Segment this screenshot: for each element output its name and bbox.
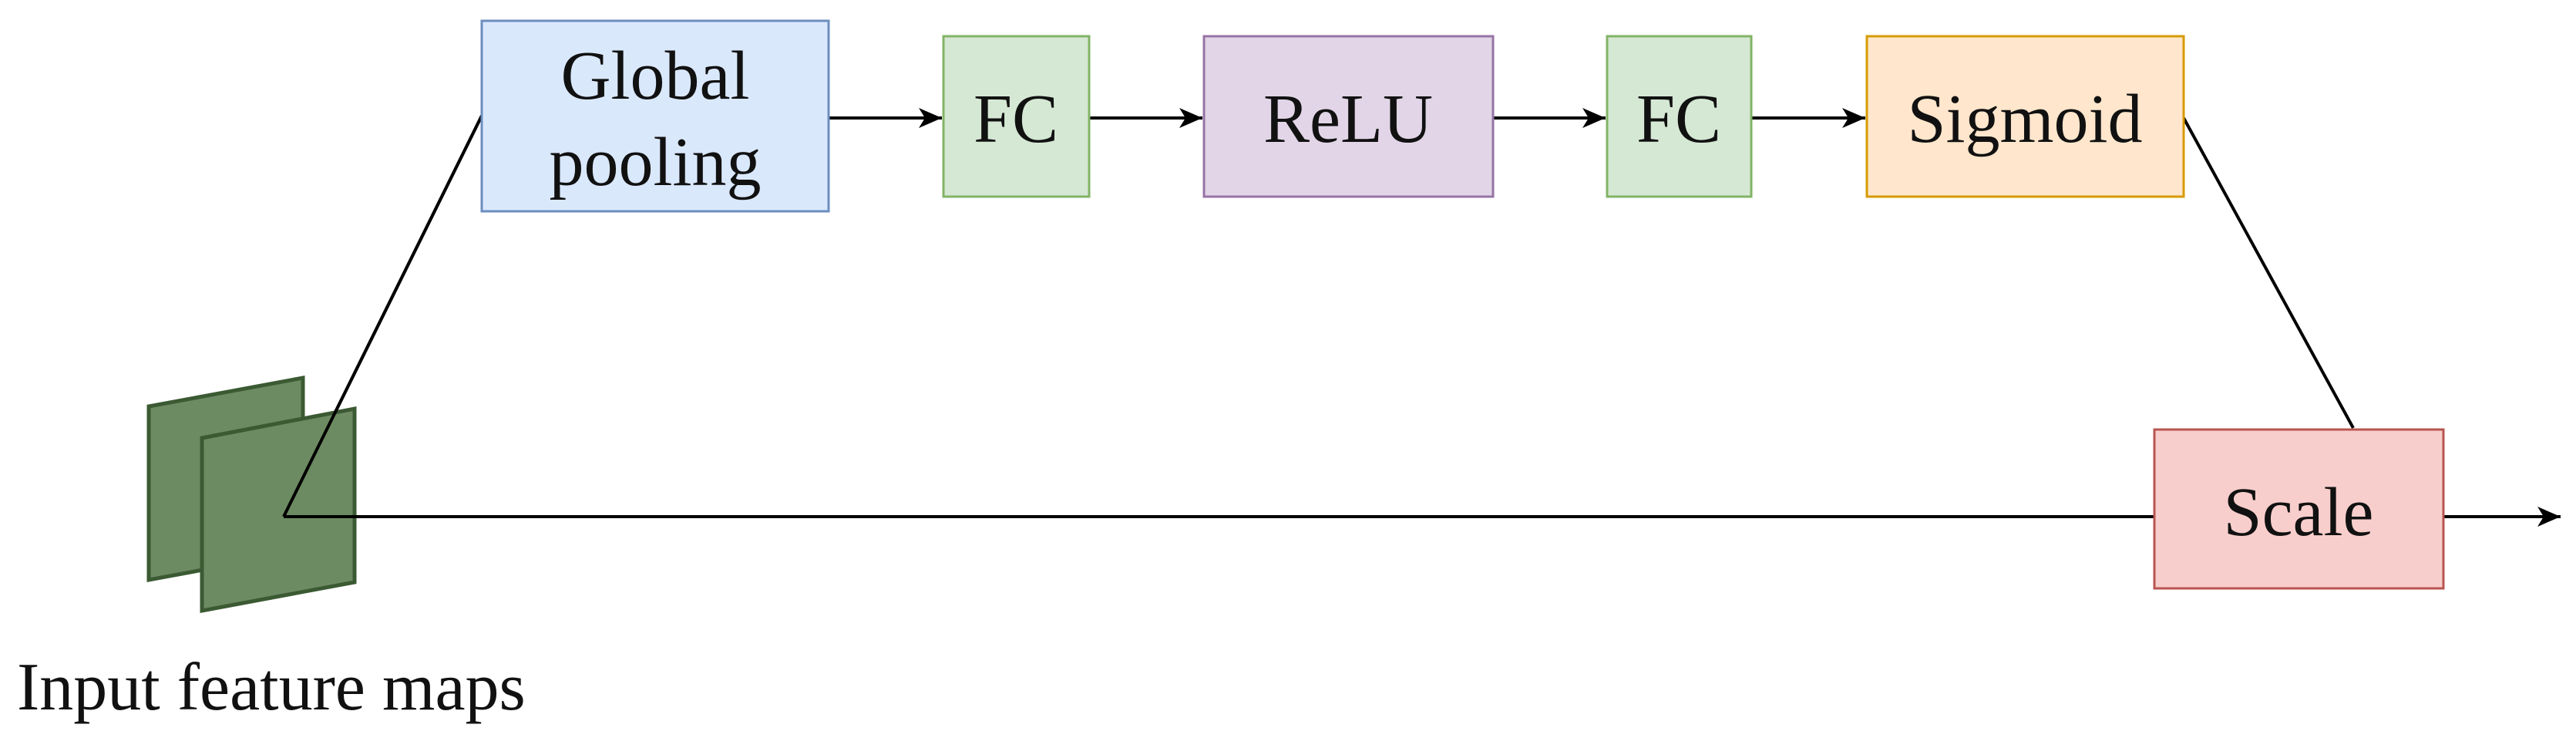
arrowhead-relu (1179, 108, 1202, 128)
scale-node: Scale (2153, 428, 2445, 590)
global-pooling-node: Global pooling (480, 19, 830, 213)
global-pooling-label-line2: pooling (549, 124, 761, 200)
input-feature-maps (146, 375, 357, 614)
edge-sigmoid-to-scale (2182, 117, 2355, 429)
feature-map-front (200, 406, 357, 614)
input-caption: Input feature maps (17, 650, 526, 725)
sigmoid-label: Sigmoid (1907, 81, 2142, 157)
fc1-node: FC (942, 35, 1091, 198)
sigmoid-node: Sigmoid (1865, 35, 2185, 198)
arrowhead-sigmoid (1842, 108, 1865, 128)
arrowhead-fc1 (919, 108, 942, 128)
sigmoid-box (1865, 35, 2185, 198)
scale-box (2153, 428, 2445, 590)
relu-box (1202, 35, 1495, 198)
fc1-box (942, 35, 1091, 198)
arrowhead-fc2 (1582, 108, 1606, 128)
fc1-label: FC (974, 81, 1058, 157)
fc2-node: FC (1606, 35, 1753, 198)
global-pooling-label-line1: Global (561, 38, 750, 114)
edge-input-to-global-pooling-overlay (282, 115, 483, 517)
fc2-label: FC (1636, 81, 1721, 157)
relu-node: ReLU (1202, 35, 1495, 198)
fc2-box (1606, 35, 1753, 198)
relu-label: ReLU (1263, 81, 1433, 157)
global-pooling-box (480, 19, 830, 213)
arrowhead-output (2537, 507, 2561, 527)
scale-label: Scale (2224, 474, 2374, 551)
